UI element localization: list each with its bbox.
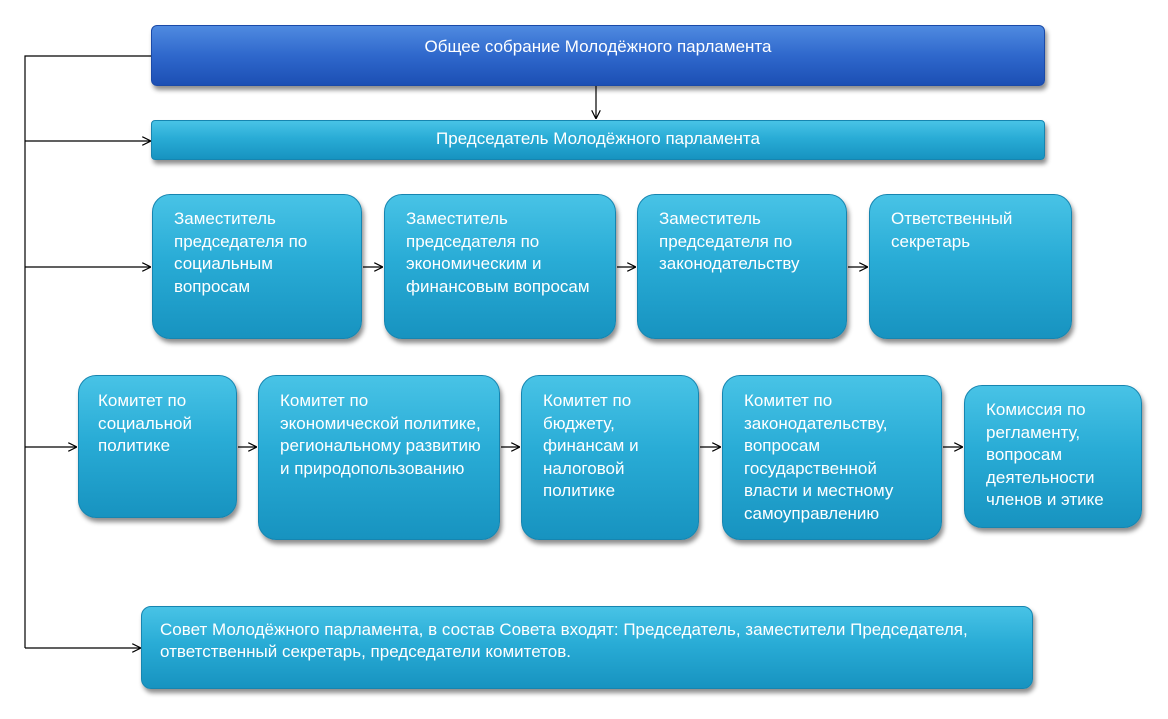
- committee-budget-box: Комитет по бюджету, финансам и налоговой…: [521, 375, 699, 540]
- committee-legislation-box: Комитет по законодательству, вопросам го…: [722, 375, 942, 540]
- general-assembly-box: Общее собрание Молодёжного парламента: [151, 25, 1045, 86]
- council-box: Совет Молодёжного парламента, в состав С…: [141, 606, 1033, 689]
- left-bus-line: [24, 55, 151, 648]
- executive-secretary-box: Ответственный секретарь: [869, 194, 1072, 339]
- deputy-economic-box: Заместитель председателя по экономически…: [384, 194, 616, 339]
- commission-regulations-box: Комиссия по регламенту, вопросам деятель…: [964, 385, 1142, 528]
- deputy-legislation-box: Заместитель председателя по законодатель…: [637, 194, 847, 339]
- deputy-social-box: Заместитель председателя по социальным в…: [152, 194, 362, 339]
- committee-economic-box: Комитет по экономической политике, регио…: [258, 375, 500, 540]
- committee-social-box: Комитет по социальной политике: [78, 375, 237, 518]
- chairman-box: Председатель Молодёжного парламента: [151, 120, 1045, 160]
